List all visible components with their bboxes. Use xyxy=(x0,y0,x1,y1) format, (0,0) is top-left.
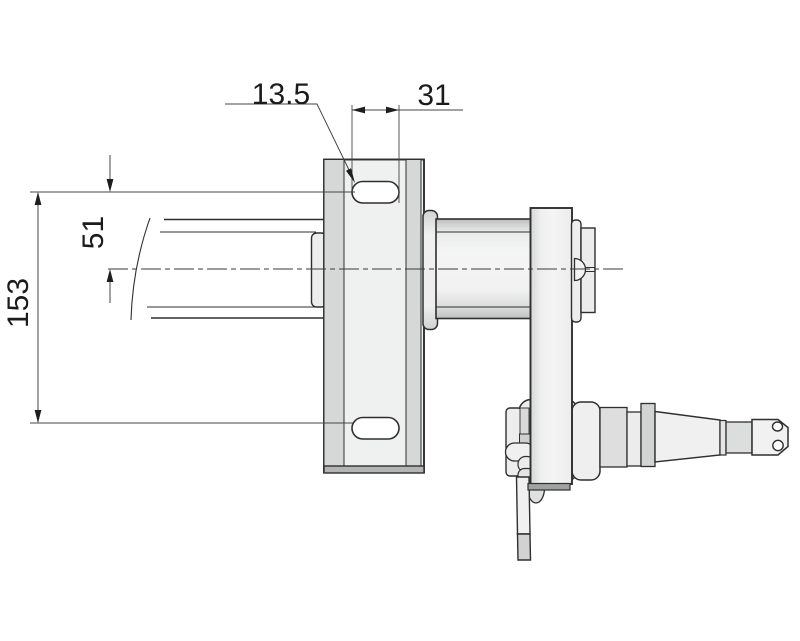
output-shaft xyxy=(571,401,789,481)
dimension-hole-spacing: 153 xyxy=(2,191,355,424)
shaft-step-2 xyxy=(626,411,642,467)
upper-mounting-slot xyxy=(351,180,400,204)
bearing-end xyxy=(570,219,596,323)
leader-arrowhead xyxy=(346,168,355,183)
plate-right-edge-face xyxy=(405,159,422,473)
tip-hole-top xyxy=(771,421,784,432)
dimension-label-31: 31 xyxy=(417,79,450,112)
adjust-lever xyxy=(515,476,546,561)
column-tube xyxy=(130,217,328,321)
shaft-step-1 xyxy=(599,406,628,468)
dimension-axis-offset: 51 xyxy=(77,155,114,303)
arrowhead-left xyxy=(352,106,365,114)
support-bracket xyxy=(527,207,573,491)
plate-bottom-edge xyxy=(323,465,425,474)
dimension-label-51: 51 xyxy=(77,216,110,249)
bracket-bottom-step xyxy=(527,482,571,491)
dimension-label-153: 153 xyxy=(2,278,35,328)
arrowhead-up xyxy=(34,192,42,205)
taper-end-face xyxy=(719,419,727,456)
dimension-slot-length: 31 xyxy=(351,79,463,203)
shaft-neck xyxy=(725,421,753,454)
dimension-label-13-5: 13.5 xyxy=(252,78,310,111)
arrowhead-down xyxy=(106,179,114,192)
dimension-slot-width: 13.5 xyxy=(225,78,355,183)
lever-grip xyxy=(516,533,532,561)
arrowhead-up xyxy=(106,269,114,282)
leader-line xyxy=(225,103,351,173)
mounting-plate xyxy=(323,158,425,474)
arrowhead-down xyxy=(34,410,42,423)
shaft-base xyxy=(571,401,601,481)
tube-break-line xyxy=(130,217,151,321)
lower-mounting-slot xyxy=(351,416,400,440)
arrowhead-right xyxy=(386,106,399,114)
plate-left-edge-face xyxy=(323,159,345,473)
shaft-ring xyxy=(640,402,656,468)
shaft-taper xyxy=(654,410,721,463)
tip-hole-bottom xyxy=(772,439,784,452)
bracket-body xyxy=(529,207,573,485)
